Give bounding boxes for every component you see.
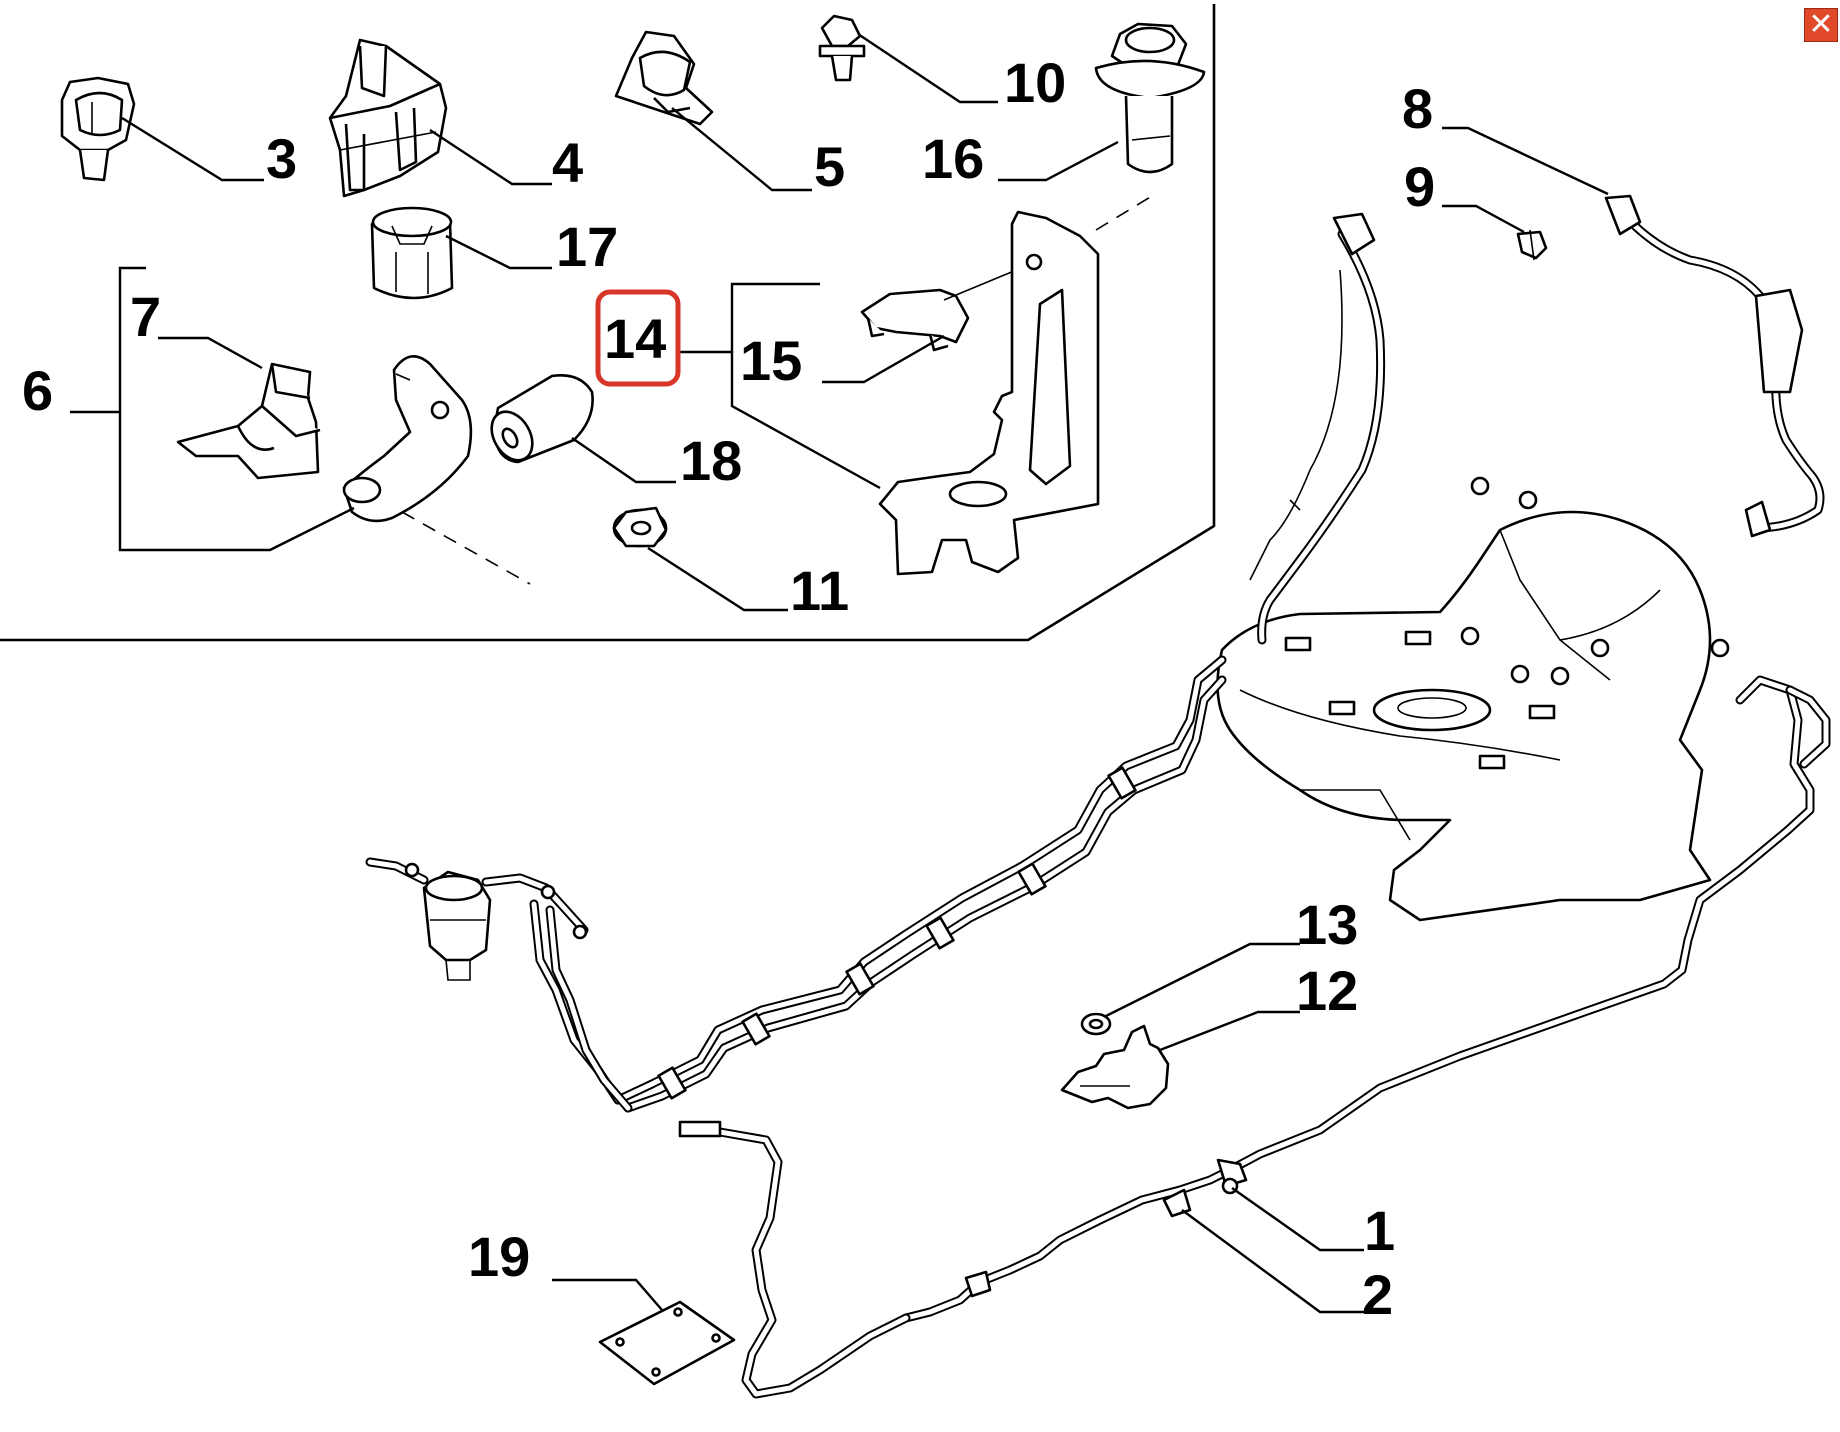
leader-10 [857,33,998,104]
part-19-plate [598,1300,736,1386]
part-16-bolt [1094,22,1206,174]
part-label-4[interactable]: 4 [552,131,583,194]
part-label-9[interactable]: 9 [1404,155,1435,218]
part-7-retainer [176,362,321,480]
part-5-clip [614,30,714,126]
part-9-clip [1516,229,1548,261]
part-label-2[interactable]: 2 [1362,1263,1393,1326]
leader-15-group [730,282,881,490]
part-8-filler-pipe [1604,194,1825,538]
part-label-19[interactable]: 19 [468,1225,530,1288]
part-label-15[interactable]: 15 [740,329,802,392]
leader-3 [121,116,264,182]
fuel-tank [1216,476,1730,922]
part-label-13[interactable]: 13 [1296,893,1358,956]
part-3-clip [60,76,136,182]
part-label-12[interactable]: 12 [1296,959,1358,1022]
tank-filler-neck [1249,212,1386,645]
part-label-17[interactable]: 17 [556,215,618,278]
part-15-clip [860,265,1027,352]
leader-16 [998,140,1119,182]
part-6-plate [342,355,531,585]
leader-11 [647,546,788,612]
part-label-16[interactable]: 16 [922,127,984,190]
rear-brake-line [1225,675,1831,1175]
leader-1 [1231,1187,1364,1252]
leader-15 [822,334,945,384]
part-14-highlight-box [595,289,681,387]
leader-8 [1442,126,1609,196]
part-label-18[interactable]: 18 [680,429,742,492]
fuel-filter-assembly [365,857,589,981]
leader-19 [552,1278,663,1311]
part-label-10[interactable]: 10 [1004,51,1066,114]
part-11-nut [612,506,668,548]
part-12-bracket [1060,1024,1170,1110]
leader-12 [1159,1010,1300,1052]
part-10-bolt [818,14,866,82]
close-button[interactable]: ✕ [1804,8,1838,42]
leader-6-top [118,266,355,552]
leader-17 [445,234,552,270]
leader-13 [1105,942,1300,1018]
part-label-1[interactable]: 1 [1364,1199,1395,1262]
part-label-3[interactable]: 3 [266,127,297,190]
part-4-bracket [328,38,448,198]
part-label-11[interactable]: 11 [790,559,849,622]
part-label-5[interactable]: 5 [814,135,845,198]
tank-bracket [878,195,1153,576]
part-18-sleeve [490,374,594,464]
part-17-bushing [370,206,454,300]
leader-5 [671,107,812,192]
part-13-grommet [1080,1012,1112,1036]
leader-7 [158,336,263,370]
part-label-7[interactable]: 7 [130,285,161,348]
close-icon: ✕ [1808,7,1834,42]
part-label-6[interactable]: 6 [22,359,53,422]
main-fuel-line [529,655,1227,1113]
detail-frame [0,4,1216,642]
leader-18 [571,437,676,484]
part-label-8[interactable]: 8 [1402,77,1433,140]
leader-2 [1181,1209,1364,1314]
leader-4 [429,128,552,186]
part-1-sensor-line [678,1120,1248,1399]
leader-9 [1442,204,1525,234]
part-label-14[interactable]: 14 [604,307,666,370]
